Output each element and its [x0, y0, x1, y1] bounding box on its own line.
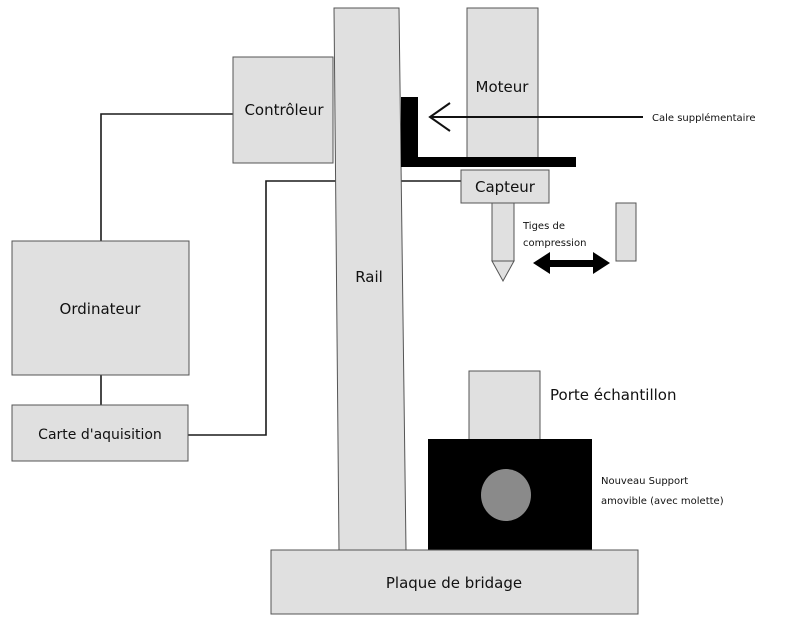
double-arrow-left-head — [533, 252, 550, 274]
cale-arrow — [428, 102, 643, 132]
controleur-box — [232, 56, 334, 164]
tiges-label-line2: compression — [523, 238, 586, 249]
tiges-label-line1: Tiges de — [522, 221, 565, 232]
wire-acquisition-sensor — [188, 180, 461, 436]
support-label-line2: amovible (avec molette) — [601, 496, 724, 507]
tige-body — [491, 202, 515, 262]
cale-supplementaire — [401, 97, 576, 167]
cale-vertical — [401, 97, 418, 167]
cale-label: Cale supplémentaire — [652, 112, 756, 124]
double-arrow-right-head — [593, 252, 610, 274]
molette-knob — [481, 469, 531, 521]
moteur-label: Moteur — [476, 78, 530, 96]
arrow-head — [428, 102, 451, 132]
double-arrow-shaft — [547, 260, 595, 267]
wire-controller-computer — [100, 113, 233, 241]
tige-compression — [491, 202, 515, 283]
capteur-box — [460, 169, 550, 204]
rail-label: Rail — [355, 268, 383, 286]
carte-box — [11, 404, 189, 462]
moteur-box — [466, 7, 539, 159]
tige-tip — [491, 260, 515, 283]
support-label-line1: Nouveau Support — [601, 476, 688, 487]
plaque-de-bridage — [270, 549, 639, 615]
ordinateur-label: Ordinateur — [60, 300, 142, 318]
carte-label: Carte d'aquisition — [38, 427, 162, 443]
ordinateur-box — [11, 240, 190, 376]
plaque-label: Plaque de bridage — [386, 574, 522, 592]
tige-alternative — [615, 202, 637, 262]
double-arrow — [533, 252, 610, 274]
cale-horizontal — [401, 157, 576, 167]
capteur-label: Capteur — [475, 178, 536, 196]
porte-echantillon-label: Porte échantillon — [550, 386, 676, 404]
controleur-label: Contrôleur — [244, 101, 324, 119]
porte-echantillon-box — [468, 370, 541, 442]
